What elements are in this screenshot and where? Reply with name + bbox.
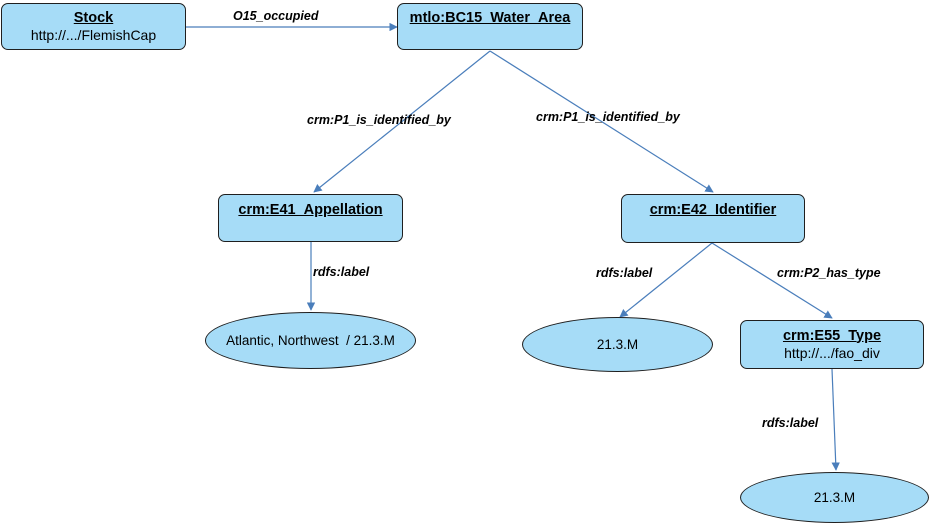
edge-label-type-rdfs: rdfs:label <box>762 416 819 430</box>
edge-label-identified-by-left: crm:P1_is_identified_by <box>307 113 451 127</box>
edge-label-appellation-rdfs: rdfs:label <box>313 265 370 279</box>
literal-appellation-label[interactable]: Atlantic, Northwest / 21.3.M <box>205 312 416 369</box>
node-appellation[interactable]: crm:E41_Appellation <box>218 194 403 242</box>
edge-label-identified-by-right: crm:P1_is_identified_by <box>536 110 680 124</box>
edge-identifier-rdfs <box>619 242 713 318</box>
edge-identified-by-left <box>313 50 491 193</box>
node-identifier[interactable]: crm:E42_Identifier <box>621 194 805 243</box>
node-stock-uri: http://.../FlemishCap <box>30 26 157 43</box>
literal-type-label[interactable]: 21.3.M <box>740 472 929 523</box>
node-appellation-title: crm:E41_Appellation <box>238 202 383 218</box>
edge-has-type <box>711 242 833 319</box>
literal-type-label-text: 21.3.M <box>813 490 856 505</box>
literal-identifier-label[interactable]: 21.3.M <box>522 317 713 372</box>
node-type[interactable]: crm:E55_Type http://.../fao_div <box>740 320 924 369</box>
node-stock-title: Stock <box>73 9 114 26</box>
edge-label-identifier-rdfs: rdfs:label <box>596 266 653 280</box>
literal-identifier-label-text: 21.3.M <box>596 337 639 352</box>
edge-label-has-type: crm:P2_has_type <box>777 266 881 280</box>
node-water-area-title: mtlo:BC15_Water_Area <box>409 10 571 26</box>
node-stock[interactable]: Stock http://.../FlemishCap <box>1 3 186 50</box>
literal-appellation-label-text: Atlantic, Northwest / 21.3.M <box>226 333 395 348</box>
edge-type-rdfs <box>831 368 840 471</box>
edge-label-occupied: O15_occupied <box>233 9 319 23</box>
node-water-area[interactable]: mtlo:BC15_Water_Area <box>397 3 583 50</box>
edge-identified-by-right <box>489 50 714 193</box>
node-type-uri: http://.../fao_div <box>784 344 880 361</box>
node-identifier-title: crm:E42_Identifier <box>649 202 777 218</box>
node-type-title: crm:E55_Type <box>782 327 882 344</box>
